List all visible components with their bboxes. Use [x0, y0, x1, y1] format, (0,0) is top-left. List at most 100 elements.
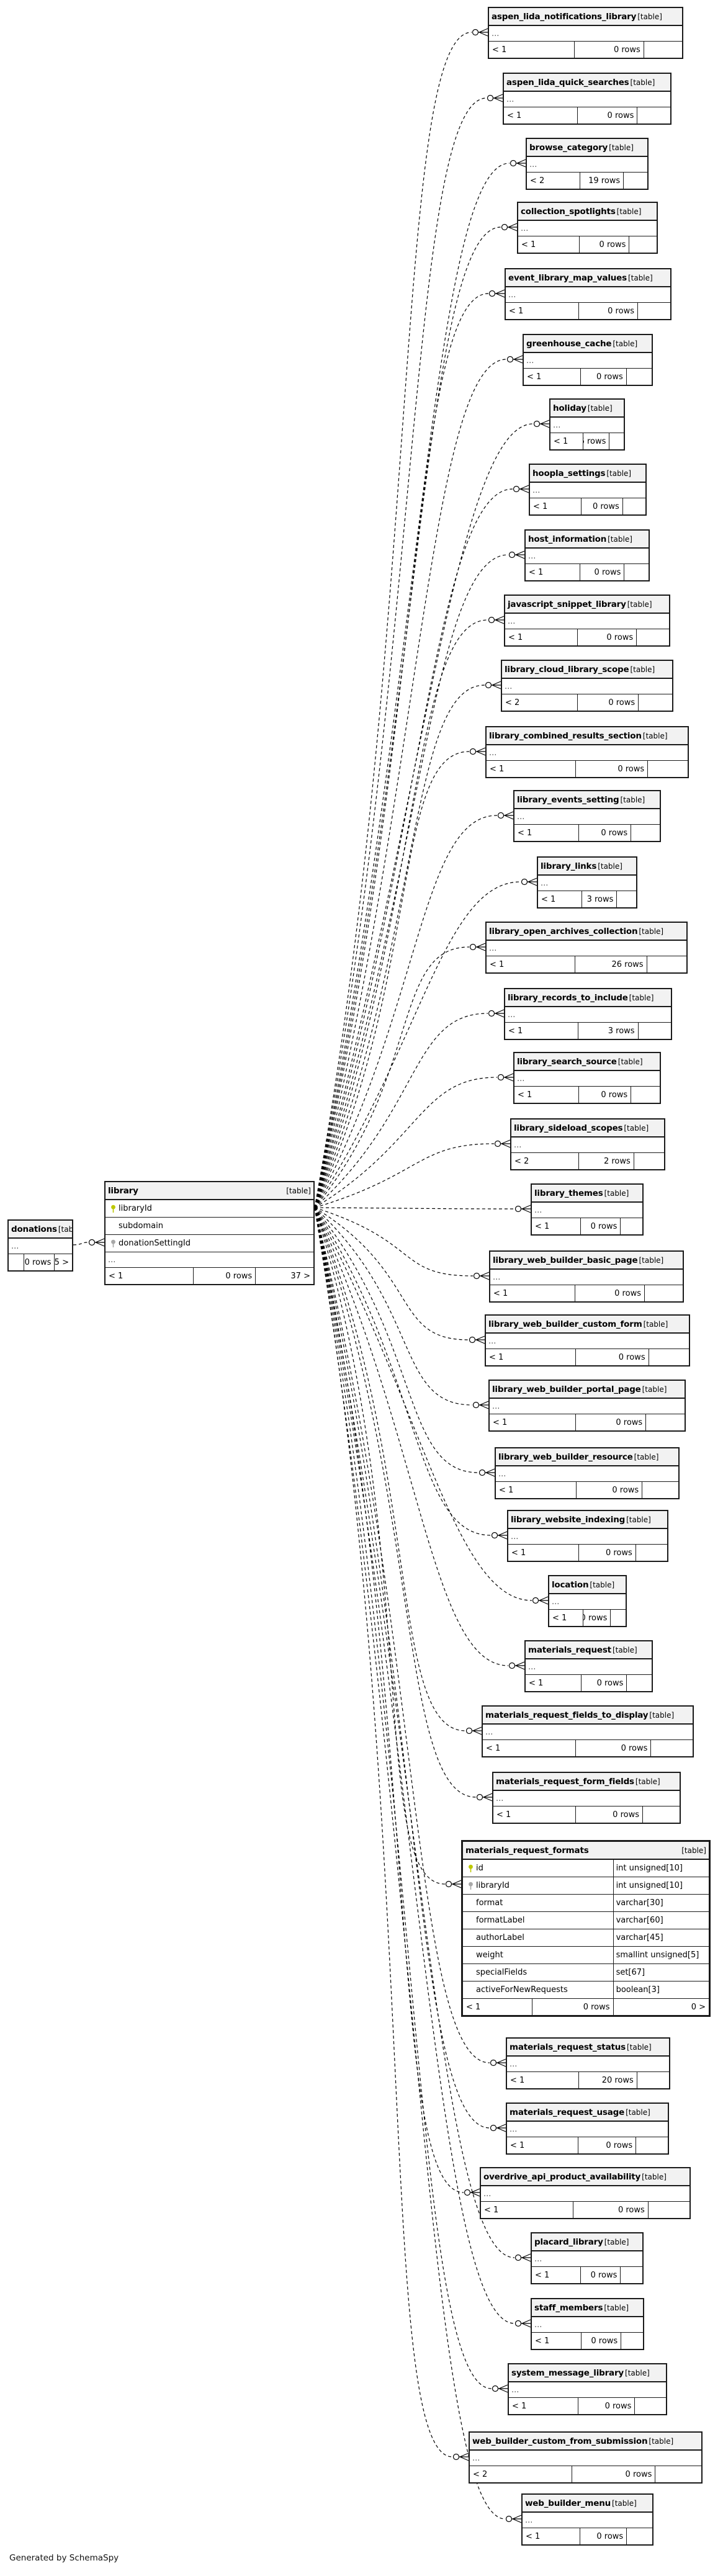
table-header: placard_library[table] — [532, 2233, 642, 2251]
hidden-columns-ellipsis: ... — [489, 26, 682, 42]
children-count — [633, 1153, 664, 1169]
table-box-holiday[interactable]: holiday[table]...< 116 rows — [549, 398, 625, 451]
table-name: location — [552, 1579, 589, 1590]
table-name: library_web_builder_resource — [498, 1452, 633, 1462]
table-header: javascript_snippet_library[table] — [505, 596, 669, 614]
parents-count: < 1 — [507, 110, 522, 120]
table-badge: [table] — [649, 2436, 674, 2446]
table-badge: [table] — [608, 534, 632, 544]
children-count — [626, 369, 652, 385]
table-box-materials_request_form_fields[interactable]: materials_request_form_fields[table]...<… — [492, 1772, 681, 1824]
schemaspy-credit: Generated by SchemaSpy — [9, 2553, 119, 2563]
children-count — [647, 2202, 689, 2218]
table-name: materials_request_fields_to_display — [485, 1710, 649, 1720]
table-name: library_links — [541, 861, 597, 871]
table-name: materials_request_status — [510, 2042, 626, 2052]
table-box-library_web_builder_resource[interactable]: library_web_builder_resource[table]...< … — [495, 1447, 680, 1499]
children-count — [610, 1610, 626, 1626]
table-badge: [table] — [681, 1846, 706, 1855]
column-type: boolean[3] — [613, 1981, 709, 1998]
table-name: system_message_library — [511, 2367, 624, 2378]
row-count: 26 rows — [574, 956, 647, 972]
table-badge: [table] — [642, 1384, 667, 1394]
hidden-columns-ellipsis: ... — [523, 2513, 652, 2528]
row-count: 0 rows — [577, 107, 637, 123]
table-badge: [table] — [613, 339, 638, 348]
row-count: 0 rows — [581, 1675, 626, 1691]
row-count: 0 rows — [24, 1254, 54, 1270]
column-name: specialFields — [476, 1968, 528, 1977]
parents-count: < 1 — [527, 372, 542, 382]
row-count: 0 rows — [578, 825, 631, 841]
hidden-columns-ellipsis: ... — [532, 2317, 643, 2333]
table-box-library_combined_results_section[interactable]: library_combined_results_section[table].… — [485, 726, 689, 778]
table-header: aspen_lida_notifications_library[table] — [489, 8, 682, 26]
table-box-aspen_lida_notifications_library[interactable]: aspen_lida_notifications_library[table].… — [488, 7, 683, 59]
table-badge: [table] — [642, 731, 668, 740]
table-box-library_web_builder_custom_form[interactable]: library_web_builder_custom_form[table]..… — [485, 1314, 690, 1367]
table-box-library_open_archives_collection[interactable]: library_open_archives_collection[table].… — [485, 922, 688, 974]
parents-count: < 1 — [535, 2270, 550, 2280]
row-count: 0 rows — [580, 2267, 620, 2283]
children-count — [616, 891, 636, 907]
table-box-library_cloud_library_scope[interactable]: library_cloud_library_scope[table]...< 2… — [501, 660, 673, 712]
table-name: materials_request_usage — [510, 2107, 625, 2117]
table-header: browse_category[table] — [527, 139, 647, 157]
children-count — [643, 42, 682, 58]
table-header: web_builder_custom_from_submission[table… — [470, 2433, 701, 2451]
column-type: set[67] — [613, 1964, 709, 1981]
column-name: format — [476, 1898, 503, 1908]
children-count — [636, 629, 669, 645]
table-header: library_links[table] — [538, 858, 636, 876]
table-box-overdrive_api_product_availability[interactable]: overdrive_api_product_availability[table… — [480, 2167, 691, 2219]
row-count: 20 rows — [578, 2072, 637, 2088]
table-badge: [table] — [626, 1515, 651, 1524]
table-box-library_web_builder_basic_page[interactable]: library_web_builder_basic_page[table]...… — [489, 1250, 684, 1303]
row-count: 0 rows — [580, 2333, 621, 2349]
table-header: library_open_archives_collection[table] — [487, 923, 686, 941]
column-name: libraryId — [119, 1204, 152, 1213]
table-header: library_events_setting[table] — [514, 791, 660, 809]
table-box-web_builder_custom_from_submission[interactable]: web_builder_custom_from_submission[table… — [469, 2431, 703, 2484]
row-count: 2 rows — [578, 1153, 634, 1169]
table-header: library_combined_results_section[table] — [487, 727, 688, 745]
table-header: library_search_source[table] — [514, 1053, 660, 1071]
table-name: browse_category — [529, 142, 608, 153]
table-box-library_web_builder_portal_page[interactable]: library_web_builder_portal_page[table]..… — [488, 1380, 686, 1432]
row-count: 0 rows — [580, 1218, 620, 1234]
table-box-materials_request_fields_to_display[interactable]: materials_request_fields_to_display[tabl… — [482, 1705, 694, 1757]
